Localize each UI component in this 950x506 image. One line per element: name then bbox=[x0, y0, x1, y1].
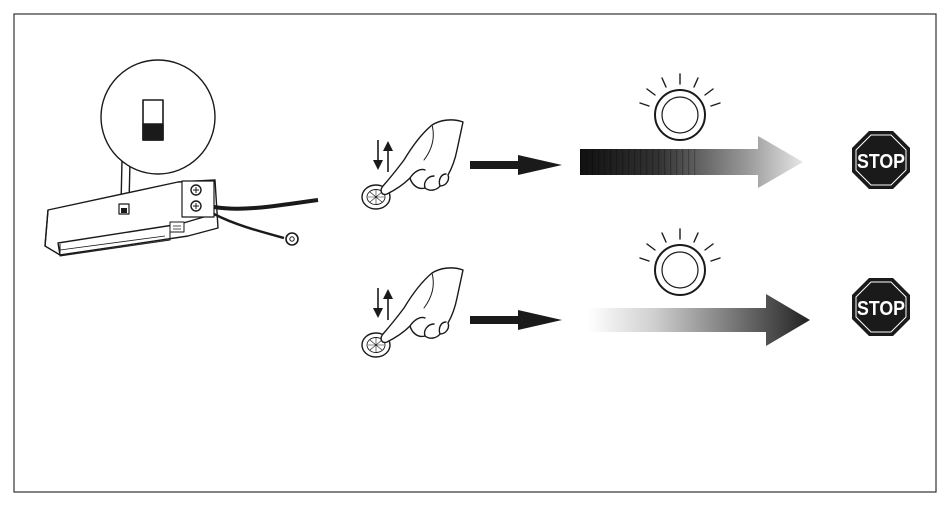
arrow-right-icon bbox=[470, 310, 562, 330]
stop-label: STOP bbox=[857, 298, 905, 320]
receiver-module-icon bbox=[45, 60, 318, 256]
hand-pressing-button-icon bbox=[381, 268, 463, 343]
up-down-arrows-icon bbox=[373, 288, 393, 320]
row-1: STOP bbox=[362, 74, 910, 209]
fade-arrow-dark-to-light bbox=[580, 136, 803, 188]
dip-switch-icon bbox=[143, 100, 163, 140]
up-down-arrows-icon bbox=[373, 140, 393, 172]
row-2: STOP bbox=[362, 229, 910, 357]
indicator-lamp-icon bbox=[640, 74, 720, 140]
stop-sign-icon: STOP bbox=[852, 278, 910, 336]
stop-sign-icon: STOP bbox=[852, 131, 910, 189]
stop-label: STOP bbox=[857, 151, 905, 173]
arrow-right-icon bbox=[470, 155, 562, 175]
indicator-lamp-icon bbox=[640, 229, 720, 295]
hand-pressing-button-icon bbox=[381, 120, 463, 195]
fade-arrow-light-to-dark bbox=[588, 294, 810, 346]
